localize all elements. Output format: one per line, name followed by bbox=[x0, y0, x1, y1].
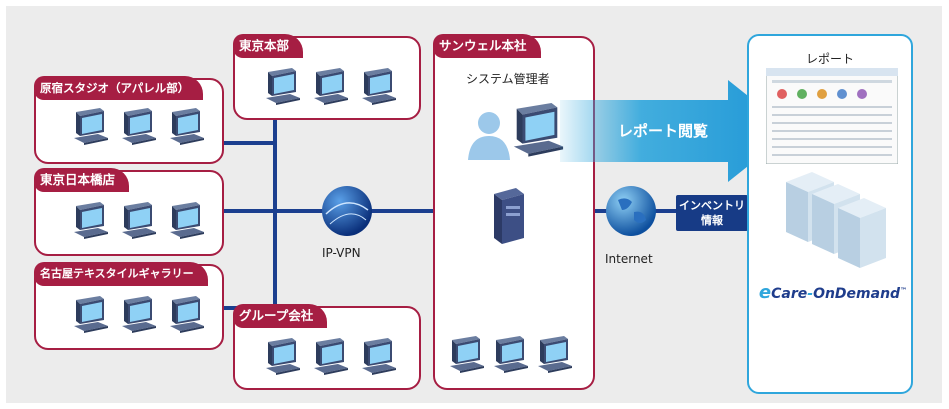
cloud-servers-icon bbox=[786, 172, 886, 268]
inventory-badge-line1: インベントリ bbox=[679, 199, 745, 212]
computer-icon bbox=[70, 202, 110, 242]
brand-ondemand: OnDemand bbox=[813, 286, 901, 302]
group-sunwell-hq-title: サンウェル本社 bbox=[433, 34, 541, 58]
brand-care: Care bbox=[771, 286, 808, 302]
computer-icon bbox=[534, 336, 574, 376]
computer-icon bbox=[70, 296, 110, 336]
admin-label: システム管理者 bbox=[466, 72, 550, 86]
computer-icon bbox=[166, 296, 206, 336]
report-screenshot bbox=[766, 68, 898, 164]
internet-globe-icon bbox=[606, 186, 656, 236]
computer-icon bbox=[490, 336, 530, 376]
brand-dash: - bbox=[807, 286, 814, 302]
brand-trademark: ™ bbox=[900, 286, 908, 295]
computer-icon bbox=[310, 338, 350, 378]
computer-icon bbox=[262, 338, 302, 378]
sunwell-pcs bbox=[446, 336, 574, 376]
group-tokyo-hq-title: 東京本部 bbox=[233, 34, 304, 58]
computer-icon bbox=[118, 296, 158, 336]
harajuku-pcs bbox=[70, 108, 206, 148]
server-icon bbox=[494, 188, 524, 244]
computer-icon bbox=[118, 108, 158, 148]
group-harajuku-title: 原宿スタジオ（アパレル部） bbox=[34, 76, 204, 100]
computer-icon bbox=[166, 108, 206, 148]
vpn-globe-icon bbox=[322, 186, 372, 236]
computer-icon bbox=[358, 68, 398, 108]
computer-icon bbox=[118, 202, 158, 242]
nihonbashi-pcs bbox=[70, 202, 206, 242]
inventory-badge: インベントリ 情報 bbox=[676, 195, 748, 231]
brand-e: e bbox=[758, 282, 772, 303]
report-label: レポート bbox=[806, 52, 855, 66]
report-view-label: レポート閲覧 bbox=[618, 122, 709, 140]
computer-icon bbox=[358, 338, 398, 378]
nagoya-pcs bbox=[70, 296, 206, 336]
computer-icon bbox=[310, 68, 350, 108]
internet-label: Internet bbox=[605, 252, 653, 266]
inventory-badge-line2: 情報 bbox=[701, 214, 723, 227]
group-nagoya-title: 名古屋テキスタイルギャラリー bbox=[34, 262, 208, 286]
admin-computer-icon bbox=[508, 102, 566, 162]
affiliate-pcs bbox=[262, 338, 398, 378]
vpn-label: IP-VPN bbox=[322, 246, 361, 260]
computer-icon bbox=[446, 336, 486, 376]
user-icon bbox=[468, 112, 510, 160]
report-arrow bbox=[560, 80, 792, 182]
group-affiliate-title: グループ会社 bbox=[233, 304, 328, 328]
tokyo-hq-pcs bbox=[262, 68, 398, 108]
computer-icon bbox=[262, 68, 302, 108]
group-nihonbashi-title: 東京日本橋店 bbox=[34, 168, 130, 192]
computer-icon bbox=[70, 108, 110, 148]
ecare-brand-logo: eCare-OnDemand™ bbox=[758, 282, 908, 303]
computer-icon bbox=[166, 202, 206, 242]
